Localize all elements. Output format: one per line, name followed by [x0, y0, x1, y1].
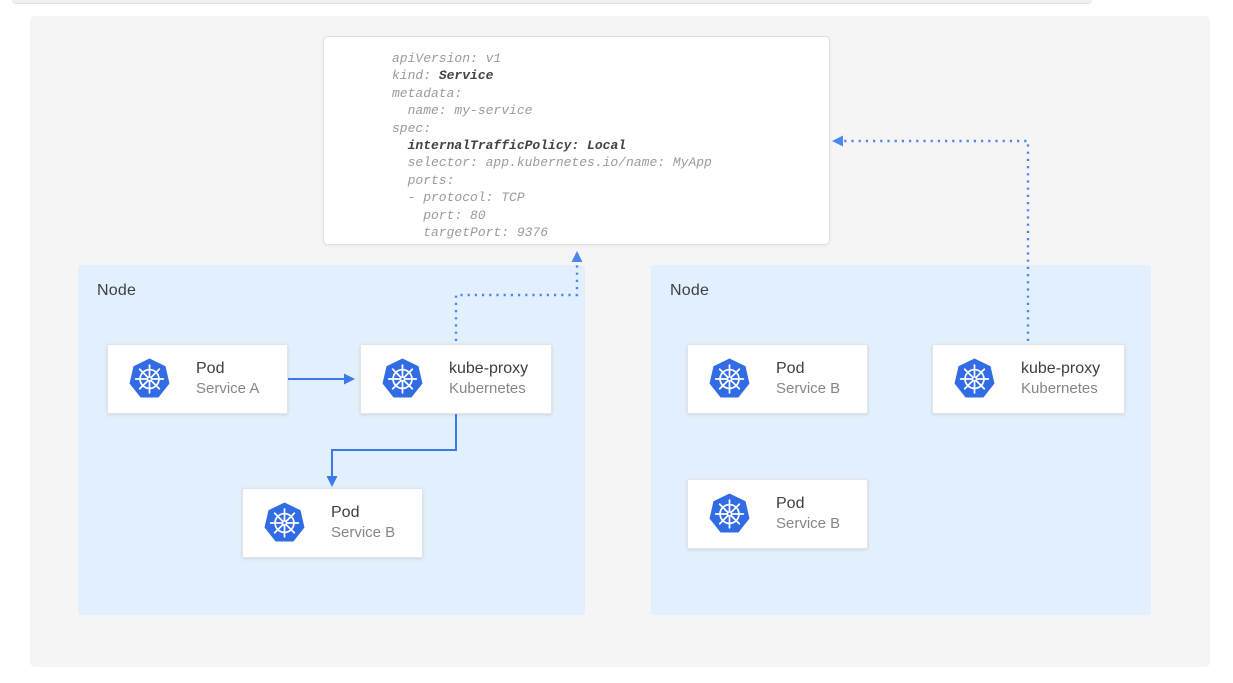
kubernetes-icon	[709, 358, 750, 399]
card-title: kube-proxy	[449, 360, 529, 377]
card-subtitle: Service B	[331, 524, 396, 541]
card-title: Pod	[776, 495, 805, 512]
code-line: port: 80	[392, 207, 486, 223]
pod-service-a-card: Pod Service A	[107, 344, 288, 414]
kubernetes-icon	[709, 493, 750, 534]
kubernetes-icon	[264, 502, 305, 543]
card-subtitle: Kubernetes	[1021, 380, 1098, 397]
node-label: Node	[670, 282, 710, 299]
node-label: Node	[97, 282, 137, 299]
card-title: Pod	[776, 360, 805, 377]
code-line: metadata:	[392, 85, 463, 101]
code-line: apiVersion: v1	[392, 51, 502, 66]
card-title: kube-proxy	[1021, 360, 1101, 377]
code-line: ports:	[392, 172, 455, 188]
kubernetes-icon	[129, 358, 170, 399]
card-subtitle: Service B	[776, 515, 841, 532]
code-line: kind: Service	[392, 68, 494, 84]
kube-proxy-right-card: kube-proxy Kubernetes	[932, 344, 1125, 414]
card-subtitle: Service A	[196, 380, 260, 397]
kube-proxy-left-card: kube-proxy Kubernetes	[360, 344, 552, 414]
code-line: spec:	[392, 120, 432, 136]
code-line: selector: app.kubernetes.io/name: MyApp	[392, 155, 712, 171]
code-line: name: my-service	[392, 103, 533, 119]
card-subtitle: Service B	[776, 380, 841, 397]
card-subtitle: Kubernetes	[449, 380, 526, 397]
pod-service-b-right-top-card: Pod Service B	[687, 344, 868, 414]
pod-service-b-left-card: Pod Service B	[242, 488, 423, 558]
page-header-edge	[12, 0, 1092, 4]
code-line: targetPort: 9376	[392, 225, 549, 241]
card-title: Pod	[331, 504, 360, 521]
kubernetes-icon	[954, 358, 995, 399]
code-line: - protocol: TCP	[392, 190, 525, 206]
node-left: Node	[78, 265, 585, 615]
pod-service-b-right-bottom-card: Pod Service B	[687, 479, 868, 549]
card-title: Pod	[196, 360, 225, 377]
code-line: internalTrafficPolicy: Local	[407, 138, 627, 154]
node-right: Node	[651, 265, 1151, 615]
kubernetes-icon	[382, 358, 423, 399]
